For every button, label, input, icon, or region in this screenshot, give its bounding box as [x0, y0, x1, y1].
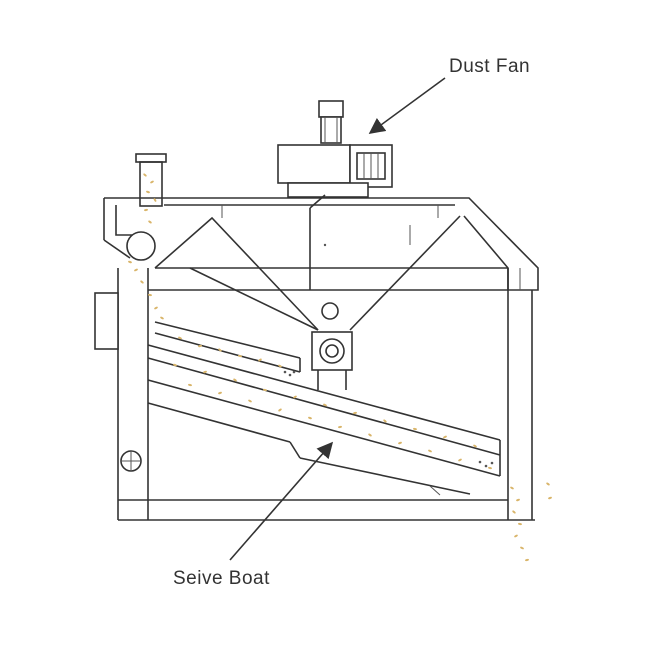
dust-fan-label: Dust Fan	[449, 56, 531, 77]
grain-flow	[128, 173, 552, 562]
top-housing	[103, 194, 539, 291]
rotary-valve	[311, 331, 353, 390]
seive-boat-arrow	[229, 441, 334, 561]
debris	[283, 243, 494, 468]
dust-fan-unit	[277, 100, 393, 198]
seive-boat-label: Seive Boat	[173, 568, 270, 589]
machine-body	[94, 268, 535, 521]
seive-boat-deck	[147, 344, 501, 496]
dust-fan-arrow	[368, 77, 446, 134]
v-hopper	[154, 215, 521, 331]
inlet-pipe	[135, 153, 167, 207]
upper-sieve-deck	[154, 321, 301, 373]
